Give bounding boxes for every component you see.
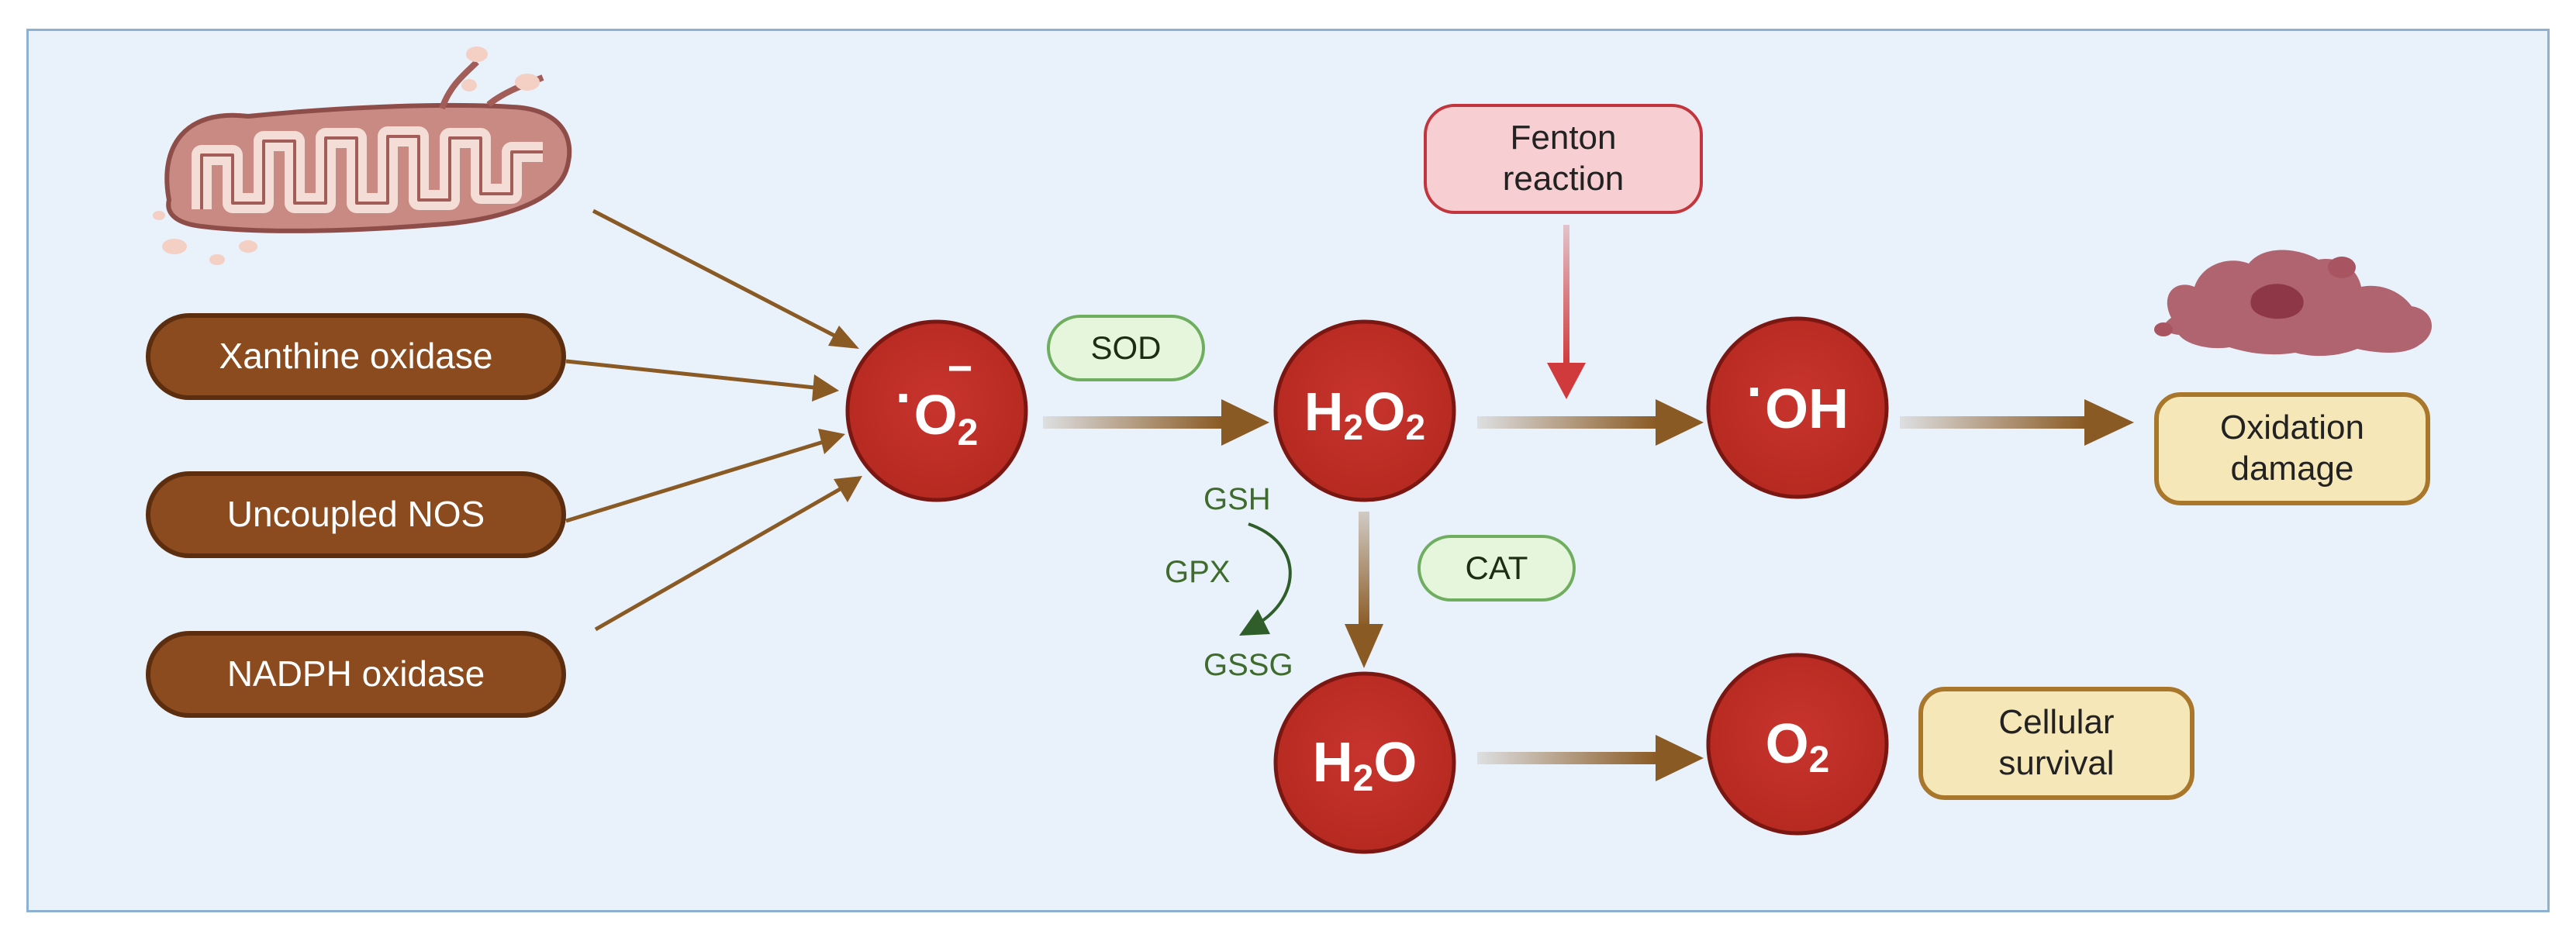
source-arrows [565, 209, 862, 632]
mitochondrion-icon [153, 47, 572, 265]
enzyme-sod: SOD [1047, 315, 1205, 381]
arrow-xanthine-to-superoxide [565, 359, 815, 390]
damaged-tissue-icon [2154, 250, 2433, 357]
outcome-oxidation-damage: Oxidation damage [2154, 392, 2430, 505]
fenton-reaction-box: Fenton reaction [1424, 104, 1703, 214]
outcome-line-2: damage [2230, 450, 2354, 488]
hydroxyl-circle [1706, 316, 1889, 499]
pathway-arrows [1043, 225, 2134, 781]
enzyme-label: SOD [1090, 329, 1162, 366]
source-xanthine-oxidase: Xanthine oxidase [146, 313, 566, 400]
arrow-nadph-to-superoxide [594, 486, 843, 632]
arrow-water-to-oxygen [1477, 752, 1657, 764]
arrow-h2o2-to-hydroxyl [1477, 416, 1657, 429]
h2o2-circle [1273, 319, 1456, 502]
oxygen-label: O2 [1766, 713, 1830, 781]
source-label: Uncoupled NOS [226, 494, 485, 535]
fenton-line-2: reaction [1502, 160, 1625, 198]
outcome-line-2: survival [1998, 744, 2115, 782]
arrow-gpx [1248, 522, 1292, 626]
arrow-mito-to-superoxide [592, 209, 839, 340]
superoxide-charge: − [948, 343, 973, 392]
hydroxyl-label: ·OH [1746, 361, 1849, 440]
oxygen-circle [1706, 653, 1889, 836]
arrow-h2o2-to-water [1359, 512, 1369, 628]
arrow-superoxide-to-h2o2 [1043, 416, 1223, 429]
superoxide-label: ·O2 [896, 367, 979, 453]
source-uncoupled-nos: Uncoupled NOS [146, 471, 566, 558]
outcome-line-1: Oxidation [2220, 409, 2364, 447]
water-circle [1273, 671, 1456, 854]
gpx-label: GPX [1165, 555, 1231, 589]
superoxide-circle [845, 319, 1028, 502]
fenton-line-1: Fenton [1510, 119, 1617, 157]
molecule-circles [845, 316, 1889, 854]
gsh-label: GSH [1203, 482, 1271, 516]
arrow-fenton [1563, 225, 1569, 364]
outcome-line-1: Cellular [1998, 703, 2115, 742]
outcome-cellular-survival: Cellular survival [1918, 687, 2194, 800]
water-label: H2O [1313, 732, 1417, 799]
source-label: NADPH oxidase [226, 653, 485, 695]
enzyme-label: CAT [1465, 549, 1528, 586]
arrow-nos-to-superoxide [565, 440, 824, 523]
source-label: Xanthine oxidase [219, 336, 493, 377]
enzyme-cat: CAT [1417, 535, 1576, 602]
gssg-label: GSSG [1203, 648, 1293, 682]
source-nadph-oxidase: NADPH oxidase [146, 631, 566, 718]
h2o2-label: H2O2 [1304, 381, 1425, 447]
arrow-hydroxyl-to-damage [1900, 416, 2086, 429]
